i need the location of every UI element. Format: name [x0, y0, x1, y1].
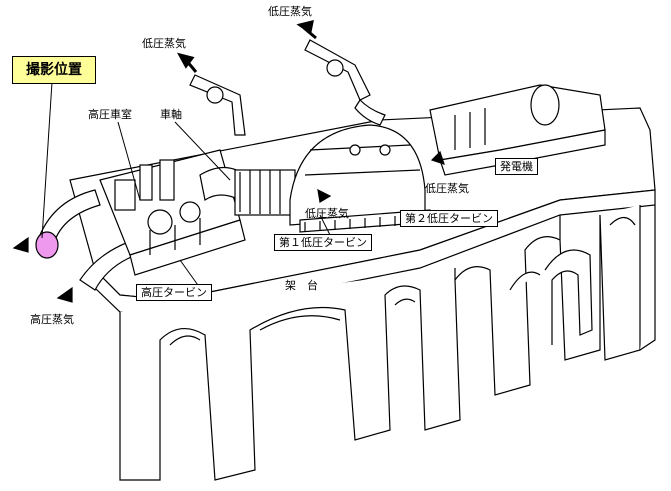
- rotor-shaft: [234, 169, 296, 216]
- photo-position-marker: [35, 231, 59, 259]
- rotor-shaft-label: 車軸: [160, 108, 182, 121]
- lp-steam-label-mid: 低圧蒸気: [305, 207, 349, 220]
- lp-steam-label-left: 低圧蒸気: [142, 37, 186, 50]
- hp-casing-label: 高圧車室: [88, 108, 132, 121]
- lp-steam-label-right: 低圧蒸気: [425, 182, 469, 195]
- hp-steam-label: 高圧蒸気: [30, 313, 74, 326]
- generator: [429, 84, 606, 176]
- foundation-label: 架 台: [285, 279, 318, 292]
- photo-position-callout: 撮影位置: [12, 56, 96, 84]
- lp-steam-pipes: [189, 39, 386, 136]
- lp-turbine-2-label: 第２低圧タービン: [400, 210, 498, 227]
- lp-steam-label-top: 低圧蒸気: [268, 5, 312, 18]
- hp-turbine: [99, 149, 246, 276]
- hp-turbine-label: 高圧タービン: [136, 284, 212, 301]
- leader-lines: [41, 81, 331, 289]
- generator-label: 発電機: [495, 158, 538, 175]
- lp-turbine-1-label: 第１低圧タービン: [274, 234, 372, 251]
- flow-arrows: [12, 19, 445, 303]
